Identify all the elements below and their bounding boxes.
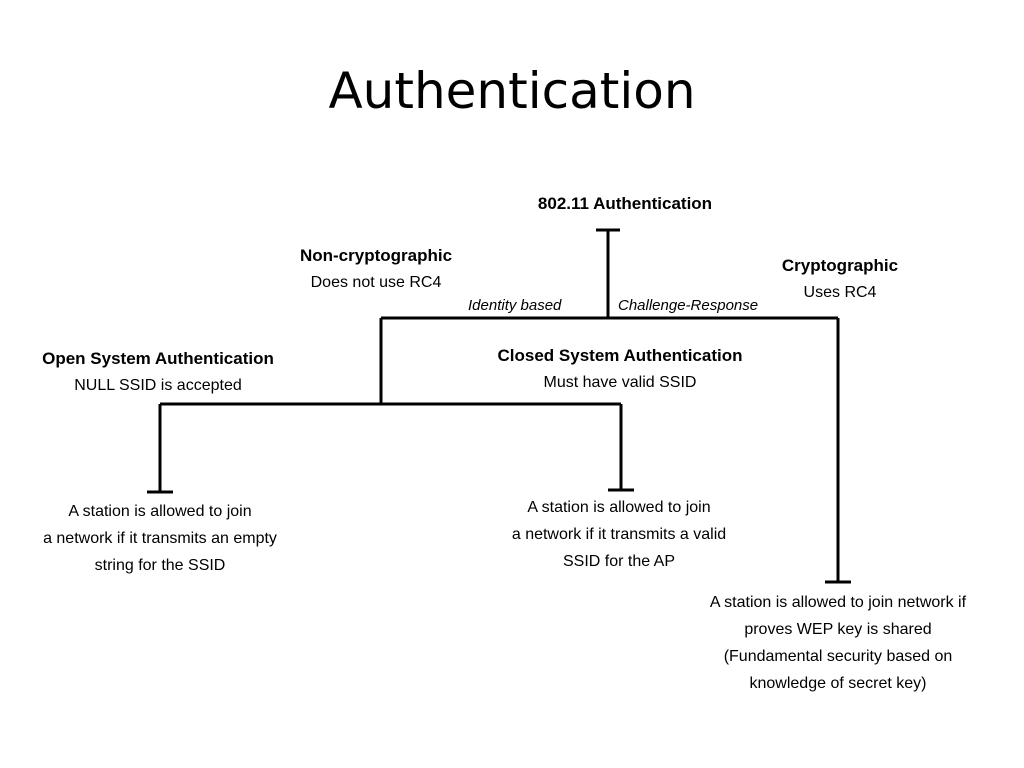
closed-system-description: A station is allowed to join a network i…: [511, 499, 727, 570]
challenge-response-label: Challenge-Response: [618, 297, 759, 314]
open-system-label: Open System Authentication NULL SSID is …: [42, 349, 274, 394]
closed-system-label: Closed System Authentication Must have v…: [497, 346, 743, 391]
crypto-description: A station is allowed to join network if …: [709, 594, 967, 692]
crypto-label: Cryptographic Uses RC4: [781, 256, 899, 301]
root-label: 802.11 Authentication: [537, 194, 713, 213]
slide-title: Authentication: [328, 62, 696, 120]
non-crypto-label: Non-cryptographic Does not use RC4: [299, 246, 453, 291]
open-system-description: A station is allowed to join a network i…: [43, 503, 277, 574]
identity-based-label: Identity based: [468, 297, 562, 314]
